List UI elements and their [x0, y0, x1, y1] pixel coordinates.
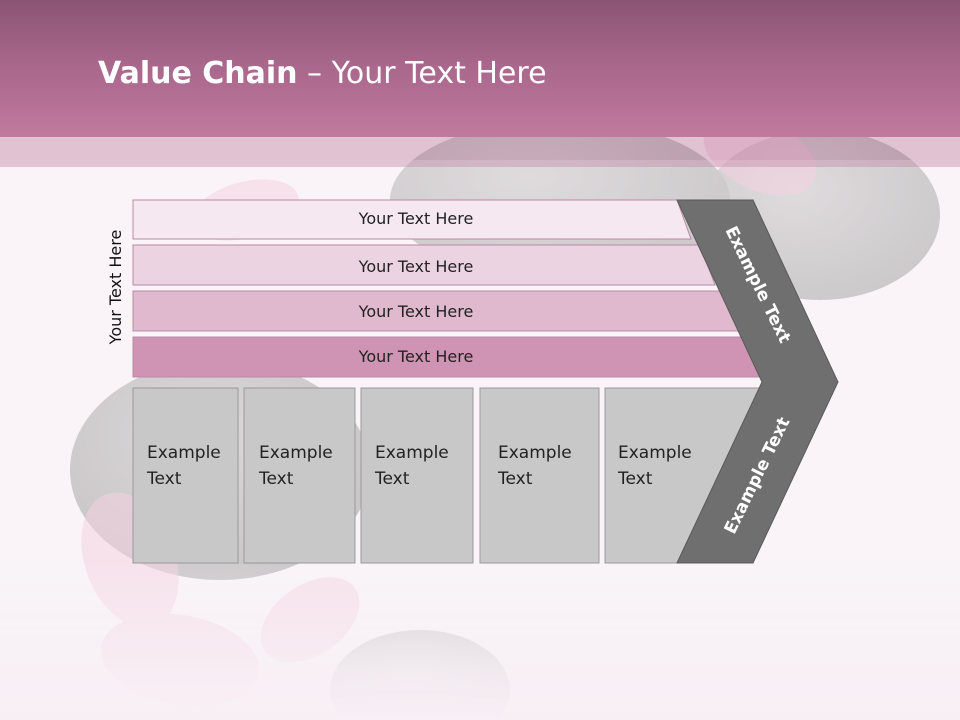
primary-boxes: Example Text Example Text Example Text E… — [132, 387, 761, 564]
primary-box-5-line1: Example — [618, 443, 692, 463]
support-row-1-label: Your Text Here — [358, 209, 474, 228]
primary-box-1-line1: Example — [147, 443, 221, 463]
primary-box-4 — [479, 387, 600, 564]
primary-box-3 — [360, 387, 474, 564]
primary-box-3-line2: Text — [374, 469, 410, 489]
primary-box-2 — [243, 387, 356, 564]
support-row-2-label: Your Text Here — [358, 257, 474, 276]
primary-box-1-line2: Text — [146, 469, 182, 489]
title-rest: – Your Text Here — [297, 56, 547, 91]
header-subband — [0, 137, 960, 167]
support-row-3-label: Your Text Here — [358, 302, 474, 321]
header-band — [0, 0, 960, 137]
title-bold: Value Chain — [98, 56, 298, 91]
support-row-2 — [132, 244, 716, 286]
primary-box-2-line1: Example — [259, 443, 333, 463]
slide-title: Value Chain – Your Text Here — [98, 52, 547, 96]
support-rows: Your Text Here Your Text Here Your Text … — [132, 199, 763, 378]
support-row-1 — [132, 199, 692, 240]
primary-box-4-line2: Text — [497, 469, 533, 489]
primary-box-3-line1: Example — [375, 443, 449, 463]
support-row-4-label: Your Text Here — [358, 347, 474, 366]
primary-box-1 — [132, 387, 239, 564]
margin-chevron — [676, 199, 839, 564]
primary-box-2-line2: Text — [258, 469, 294, 489]
primary-box-5-line2: Text — [617, 469, 653, 489]
primary-box-4-line1: Example — [498, 443, 572, 463]
